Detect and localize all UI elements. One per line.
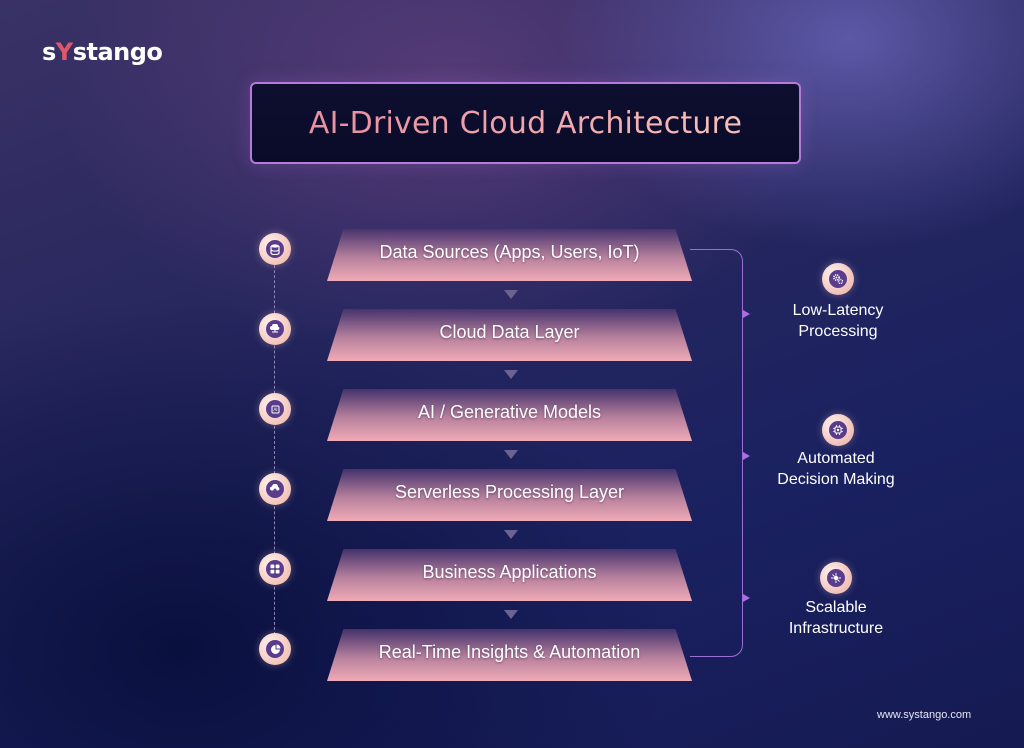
benefit-scalable-infrastructure: Scalable Infrastructure	[756, 597, 916, 639]
cloud-network-icon	[259, 313, 291, 345]
benefit-line: Decision Making	[777, 471, 895, 488]
layer-serverless: Serverless Processing Layer	[327, 469, 692, 521]
app-grid-icon	[259, 553, 291, 585]
logo-text-pre: s	[42, 38, 56, 66]
layer-data-sources: Data Sources (Apps, Users, IoT)	[327, 229, 692, 281]
svg-text:AI: AI	[273, 407, 277, 412]
bracket-arrow-icon	[743, 310, 750, 318]
flow-arrow-icon	[504, 370, 518, 379]
flow-arrow-icon	[504, 450, 518, 459]
benefit-low-latency: Low-Latency Processing	[758, 300, 918, 342]
ai-chip-icon: AI	[259, 393, 291, 425]
diagram-title: AI-Driven Cloud Architecture	[308, 105, 743, 141]
logo-text-accent: Y	[55, 38, 73, 66]
flow-arrow-icon	[504, 530, 518, 539]
layer-insights: Real-Time Insights & Automation	[327, 629, 692, 681]
layer-label: AI / Generative Models	[417, 401, 602, 422]
title-box: AI-Driven Cloud Architecture	[250, 82, 801, 164]
layer-label: Data Sources (Apps, Users, IoT)	[379, 241, 640, 262]
benefit-automated-decisions: Automated Decision Making	[756, 448, 916, 490]
layer-label: Business Applications	[422, 561, 597, 582]
benefit-line: Scalable	[805, 599, 867, 616]
benefits-bracket	[690, 249, 743, 657]
database-icon	[259, 233, 291, 265]
benefit-line: Automated	[797, 450, 875, 467]
brain-chip-icon	[822, 414, 854, 446]
icon-connector-line	[274, 250, 275, 645]
layer-business-apps: Business Applications	[327, 549, 692, 601]
layer-label: Cloud Data Layer	[439, 321, 580, 342]
layer-label: Serverless Processing Layer	[394, 481, 625, 502]
layer-cloud-data: Cloud Data Layer	[327, 309, 692, 361]
benefit-line: Processing	[798, 323, 878, 340]
cloud-upload-icon	[259, 473, 291, 505]
flow-arrow-icon	[504, 290, 518, 299]
layer-ai-models: AI / Generative Models	[327, 389, 692, 441]
systango-logo: sYstango	[42, 38, 163, 66]
bracket-arrow-icon	[743, 594, 750, 602]
benefit-line: Infrastructure	[788, 620, 884, 637]
analytics-chart-icon	[259, 633, 291, 665]
flow-arrow-icon	[504, 610, 518, 619]
footer-url: www.systango.com	[877, 709, 972, 721]
scale-network-icon	[820, 562, 852, 594]
gears-icon	[822, 263, 854, 295]
benefit-line: Low-Latency	[792, 302, 884, 319]
layer-label: Real-Time Insights & Automation	[378, 641, 641, 662]
logo-text-post: stango	[72, 38, 163, 66]
bracket-arrow-icon	[743, 452, 750, 460]
